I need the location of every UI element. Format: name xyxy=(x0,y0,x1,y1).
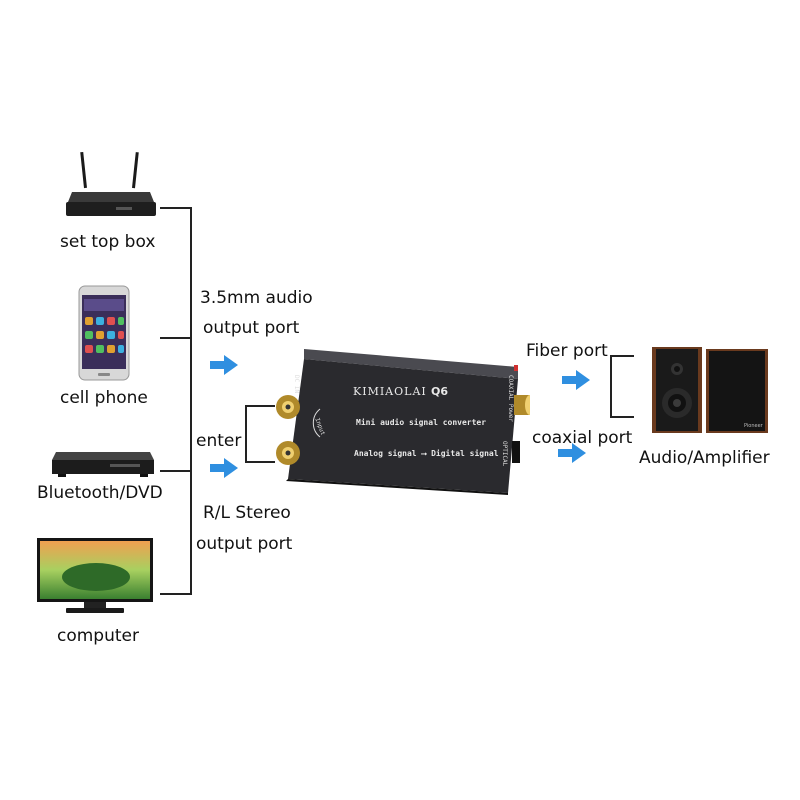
label-35mm-line1: 3.5mm audio xyxy=(200,288,313,308)
connector-line-computer xyxy=(160,593,192,595)
monitor-icon xyxy=(36,537,154,617)
connector-line-set-top-box xyxy=(160,207,192,209)
audio-converter-device: KIMIAOLAI Q6 Mini audio signal converter… xyxy=(268,345,535,495)
source-label-set-top-box: set top box xyxy=(60,232,156,252)
output-bracket-top-line xyxy=(612,355,634,357)
converter-brand: KIMIAOLAI xyxy=(353,385,427,398)
speaker-brand-mark: Pioneer xyxy=(744,423,763,429)
input-cable-top-line xyxy=(245,405,275,407)
label-coaxial-port: coaxial port xyxy=(532,428,633,448)
converter-subtitle: Mini audio signal converter xyxy=(356,418,487,427)
output-bracket-line xyxy=(610,355,612,418)
connector-line-cell-phone xyxy=(160,337,192,339)
source-label-computer: computer xyxy=(57,626,139,646)
converter-dc-label: DC IN xyxy=(293,375,300,394)
converter-optical-label: OPTICAL xyxy=(501,441,508,467)
dvd-player-icon xyxy=(50,450,155,478)
signal-to-label: Digital signal xyxy=(431,449,499,458)
converter-model: Q6 xyxy=(431,385,449,398)
signal-from-label: Analog signal xyxy=(354,449,417,458)
arrow-right-icon xyxy=(562,370,590,390)
destination-label: Audio/Amplifier xyxy=(639,448,770,468)
arrow-right-icon xyxy=(558,443,586,463)
source-label-cell-phone: cell phone xyxy=(60,388,148,408)
connector-line-dvd xyxy=(160,470,192,472)
label-35mm-line2: output port xyxy=(203,318,300,338)
cell-phone-icon xyxy=(78,285,130,381)
converter-coaxial-label: COAXIAL Power xyxy=(507,375,514,422)
label-rl-line1: R/L Stereo xyxy=(203,503,291,523)
speakers-icon: Pioneer xyxy=(650,345,772,437)
set-top-box-icon xyxy=(62,150,157,220)
arrow-right-icon xyxy=(210,458,238,478)
input-cable-bracket-line xyxy=(245,405,247,463)
label-enter: enter xyxy=(196,431,242,451)
source-label-dvd: Bluetooth/DVD xyxy=(37,483,163,503)
signal-arrow-icon: ⟶ xyxy=(421,449,427,458)
arrow-right-icon xyxy=(210,355,238,375)
label-rl-line2: output port xyxy=(196,534,293,554)
label-fiber-port: Fiber port xyxy=(526,341,608,361)
connector-trunk-line xyxy=(190,207,192,595)
converter-signal-row: Analog signal ⟶ Digital signal xyxy=(354,449,499,458)
output-bracket-bottom-line xyxy=(612,416,634,418)
input-cable-bottom-line xyxy=(245,461,275,463)
